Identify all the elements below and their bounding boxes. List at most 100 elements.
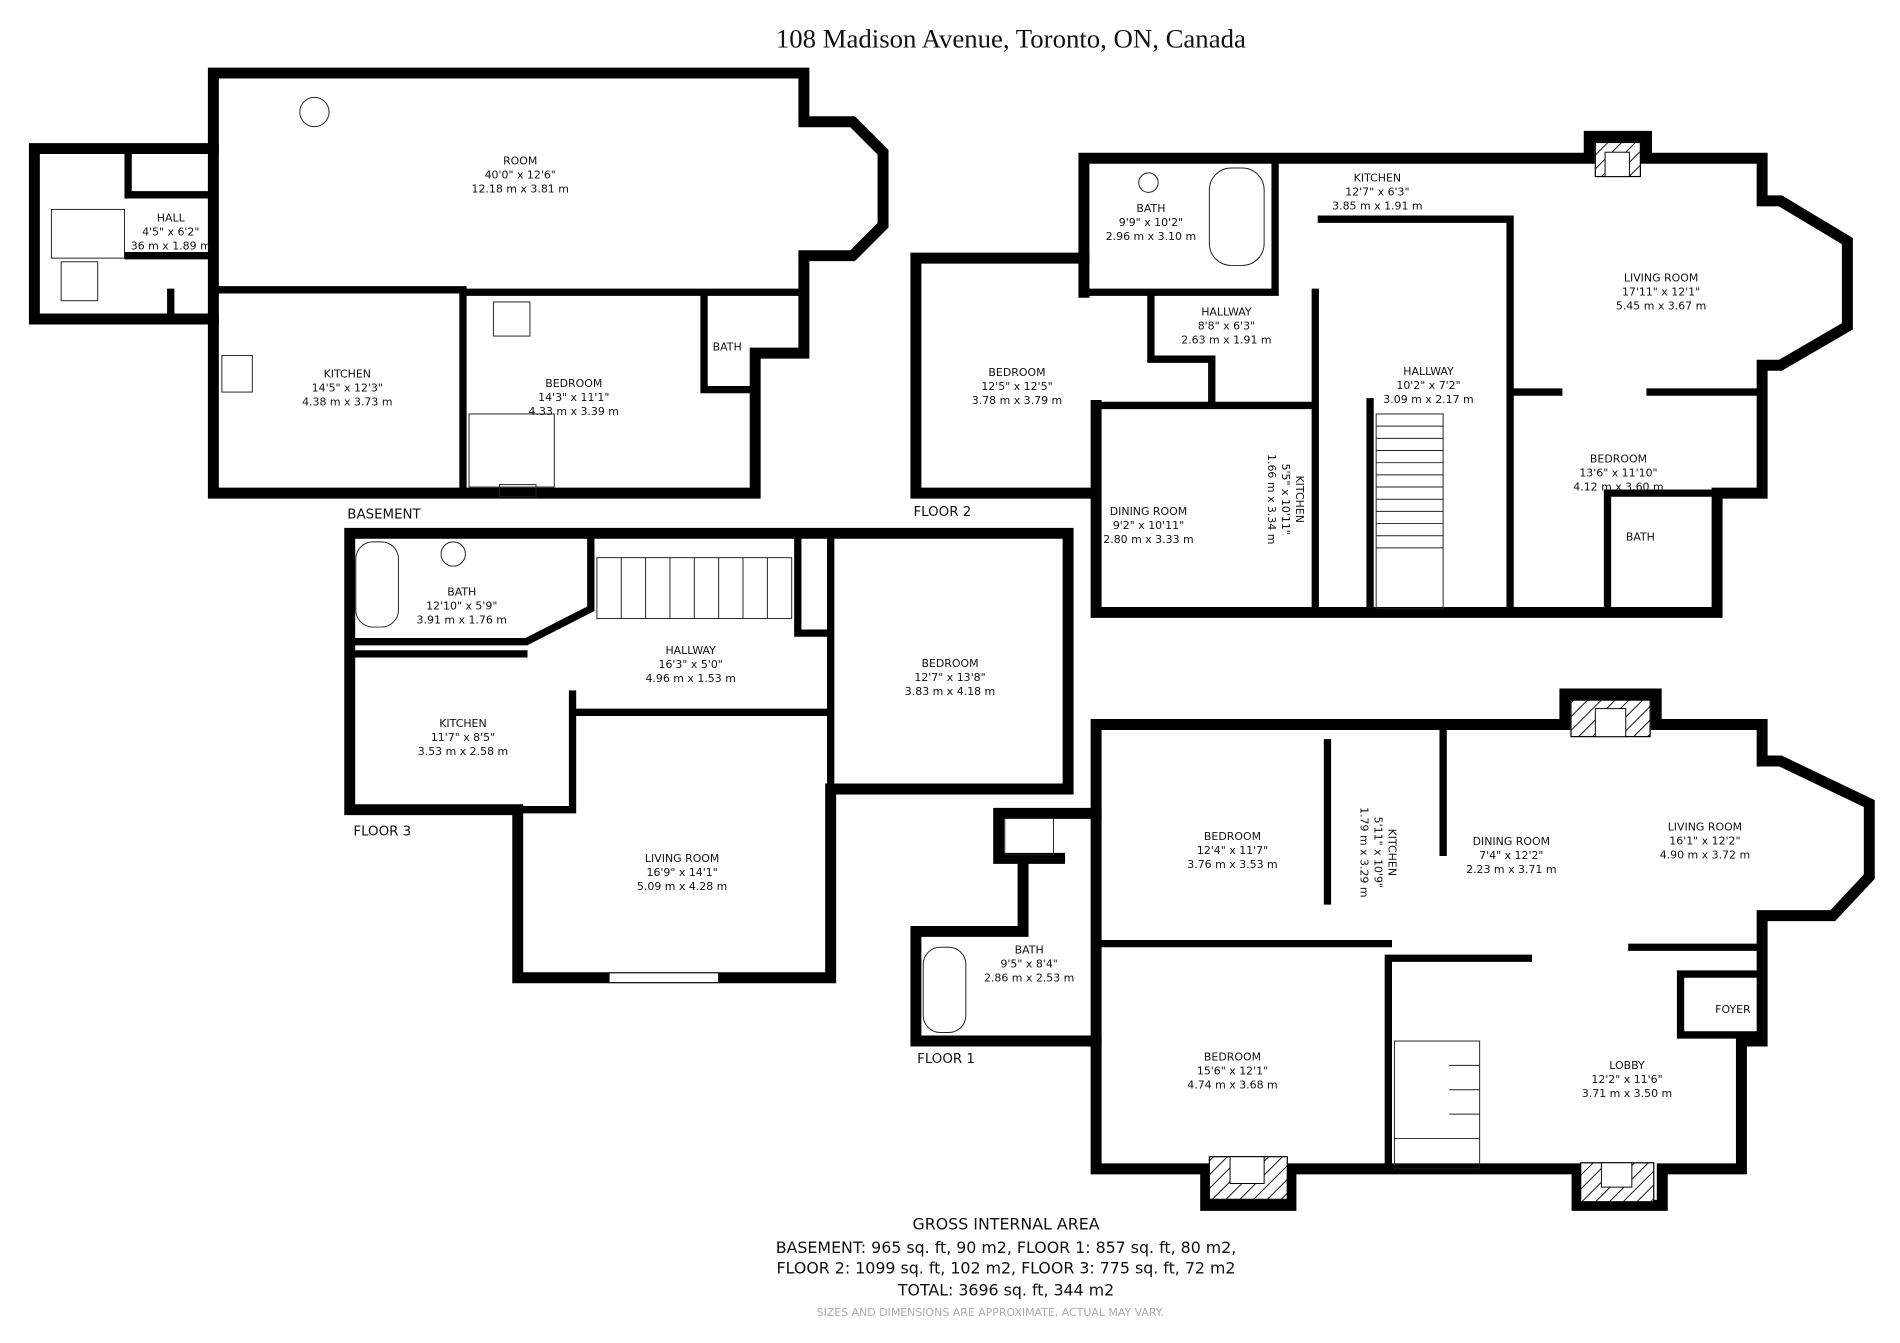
room-metric: 1.66 m x 3.34 m — [1265, 454, 1278, 544]
room-name: BATH — [713, 341, 742, 354]
room-metric: 1.79 m x 3.29 m — [1357, 807, 1370, 897]
room-name: KITCHEN — [324, 367, 371, 380]
room-metric: 3.76 m x 3.53 m — [1187, 858, 1277, 871]
room-name: DINING ROOM — [1473, 835, 1550, 848]
room-name: DINING ROOM — [1110, 505, 1187, 518]
room-name: BATH — [1136, 202, 1165, 215]
room-name: LIVING ROOM — [645, 852, 719, 865]
room-imperial: 16'9" x 14'1" — [646, 866, 717, 879]
staircase — [1004, 817, 1481, 1170]
room-metric: 3.71 m x 3.50 m — [1582, 1087, 1672, 1100]
room-name: LIVING ROOM — [1624, 271, 1698, 284]
room-imperial: 17'11" x 12'1" — [1622, 285, 1700, 298]
room-imperial: 12'4" x 11'7" — [1197, 844, 1268, 857]
room-imperial: 5'11" x 10'9" — [1371, 817, 1384, 888]
floor-label-floor-1: FLOOR 1 — [917, 1052, 975, 1067]
floor-label-floor-2: FLOOR 2 — [913, 505, 971, 520]
room-imperial: 13'6" x 11'10" — [1579, 467, 1657, 480]
room-name: KITCHEN — [1354, 171, 1401, 184]
room-name: HALLWAY — [665, 644, 716, 657]
plan-title: 108 Madison Avenue, Toronto, ON, Canada — [776, 23, 1246, 53]
area-line: BASEMENT: 965 sq. ft, 90 m2, FLOOR 1: 85… — [776, 1238, 1237, 1257]
room-name: LOBBY — [1609, 1059, 1645, 1072]
room-name: KITCHEN — [1385, 829, 1398, 876]
room-label: BATH — [1626, 531, 1655, 544]
room-metric: 3.83 m x 4.18 m — [905, 685, 995, 698]
room-imperial: 9'5" x 8'4" — [1000, 957, 1057, 970]
room-imperial: 8'8" x 6'3" — [1198, 319, 1255, 332]
room-name: KITCHEN — [439, 717, 486, 730]
gross-internal-area: GROSS INTERNAL AREA BASEMENT: 965 sq. ft… — [776, 1215, 1237, 1319]
floor-1-plan — [910, 688, 1875, 1211]
room-imperial: 12'7" x 6'3" — [1345, 185, 1409, 198]
room-imperial: 4'5" x 6'2" — [142, 226, 199, 239]
disclaimer: SIZES AND DIMENSIONS ARE APPROXIMATE, AC… — [817, 1306, 1164, 1319]
room-metric: 2.23 m x 3.71 m — [1466, 863, 1556, 876]
room-imperial: 9'9" x 10'2" — [1119, 216, 1183, 229]
room-imperial: 12'10" x 5'9" — [426, 599, 497, 612]
room-name: HALLWAY — [1403, 365, 1454, 378]
room-label: FOYER — [1715, 1003, 1751, 1016]
room-metric: 4.33 m x 3.39 m — [529, 405, 619, 418]
room-imperial: 12'5" x 12'5" — [981, 380, 1052, 393]
room-imperial: 15'6" x 12'1" — [1197, 1065, 1268, 1078]
room-name: BEDROOM — [921, 657, 978, 670]
room-metric: 3.91 m x 1.76 m — [417, 613, 507, 626]
floor-label-floor-3: FLOOR 3 — [353, 824, 411, 839]
room-label: BATH — [713, 341, 742, 354]
floor-2-plan — [910, 130, 1853, 618]
room-name: ROOM — [503, 154, 537, 167]
area-heading: GROSS INTERNAL AREA — [913, 1215, 1100, 1234]
room-metric: 4.12 m x 3.60 m — [1573, 481, 1663, 494]
room-metric: 3.78 m x 3.79 m — [972, 394, 1062, 407]
room-metric: 5.09 m x 4.28 m — [637, 880, 727, 893]
room-name: BATH — [1015, 943, 1044, 956]
room-name: BEDROOM — [1204, 830, 1261, 843]
room-metric: 2.80 m x 3.33 m — [1103, 533, 1193, 546]
floor-label-basement: BASEMENT — [347, 508, 421, 523]
room-metric: 5.45 m x 3.67 m — [1616, 299, 1706, 312]
staircase — [596, 557, 793, 620]
room-metric: 4.96 m x 1.53 m — [645, 672, 735, 685]
room-name: BEDROOM — [1590, 453, 1647, 466]
room-name: FOYER — [1715, 1003, 1751, 1016]
room-name: BATH — [1626, 531, 1655, 544]
room-metric: 2.63 m x 1.91 m — [1181, 333, 1271, 346]
room-name: KITCHEN — [1293, 476, 1306, 523]
room-name: BATH — [447, 585, 476, 598]
room-imperial: 40'0" x 12'6" — [485, 168, 556, 181]
room-imperial: 14'5" x 12'3" — [312, 381, 383, 394]
room-name: BEDROOM — [545, 377, 602, 390]
room-metric: 2.96 m x 3.10 m — [1106, 230, 1196, 243]
room-metric: 3.85 m x 1.91 m — [1332, 199, 1422, 212]
room-imperial: 14'3" x 11'1" — [538, 391, 609, 404]
room-imperial: 12'7" x 13'8" — [914, 671, 985, 684]
room-imperial: 12'2" x 11'6" — [1591, 1073, 1662, 1086]
room-metric: 3.09 m x 2.17 m — [1383, 393, 1473, 406]
room-name: BEDROOM — [1204, 1051, 1261, 1064]
room-metric: 4.74 m x 3.68 m — [1187, 1079, 1277, 1092]
room-imperial: 10'2" x 7'2" — [1396, 379, 1460, 392]
